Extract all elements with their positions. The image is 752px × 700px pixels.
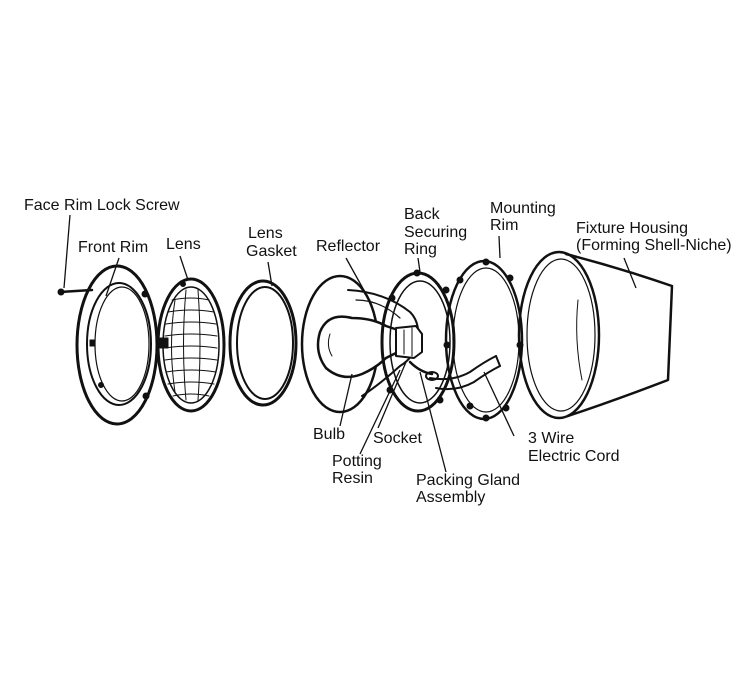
label-wire-cord-line2: Electric Cord bbox=[528, 448, 620, 465]
fixture-housing bbox=[517, 250, 674, 420]
label-wire-cord-line1: 3 Wire bbox=[528, 430, 574, 447]
label-packing-gland-line2: Assembly bbox=[416, 489, 485, 506]
label-mounting-rim-line1: Mounting bbox=[490, 200, 556, 217]
front-rim bbox=[75, 264, 159, 426]
label-face-rim-lock-screw: Face Rim Lock Screw bbox=[24, 197, 180, 214]
label-fixture-housing-line1: Fixture Housing bbox=[576, 220, 688, 237]
label-front-rim: Front Rim bbox=[78, 239, 148, 256]
lens bbox=[156, 277, 226, 413]
lens-gasket bbox=[228, 279, 298, 407]
label-back-securing-ring-line2: Securing bbox=[404, 224, 467, 241]
label-potting-resin-line1: Potting bbox=[332, 453, 382, 470]
label-reflector: Reflector bbox=[316, 238, 381, 255]
socket bbox=[395, 325, 423, 359]
leader-lines bbox=[63, 214, 637, 473]
packing-gland-assembly bbox=[408, 360, 439, 381]
label-lens-gasket-line2: Gasket bbox=[246, 243, 297, 260]
label-packing-gland-line1: Packing Gland bbox=[416, 472, 520, 489]
label-back-securing-ring-line3: Ring bbox=[404, 241, 437, 258]
label-lens-gasket-line1: Lens bbox=[248, 225, 283, 242]
label-bulb: Bulb bbox=[313, 426, 345, 443]
label-back-securing-ring-line1: Back bbox=[404, 206, 441, 223]
mounting-rim bbox=[443, 258, 524, 422]
label-potting-resin-line2: Resin bbox=[332, 470, 373, 487]
label-socket: Socket bbox=[373, 430, 422, 447]
electric-cord bbox=[429, 355, 501, 391]
label-lens: Lens bbox=[166, 236, 201, 253]
label-fixture-housing-line2: (Forming Shell-Niche) bbox=[576, 237, 732, 254]
bulb bbox=[316, 315, 400, 379]
label-mounting-rim-line2: Rim bbox=[490, 217, 518, 234]
